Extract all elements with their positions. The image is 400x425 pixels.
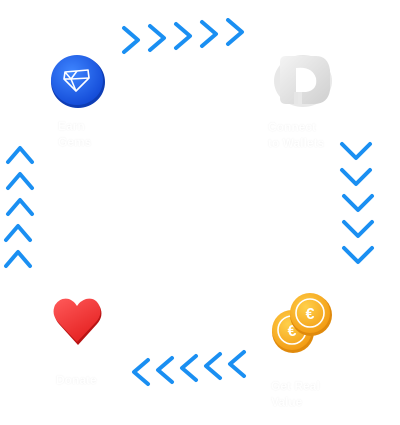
chevron-left-icon [156,356,174,384]
heart-icon [53,298,102,345]
connect-wallets-node [272,52,334,108]
chevron-right-icon [226,18,244,46]
chevron-up-icon [4,250,32,268]
arrow-right-down [340,142,374,264]
chevron-left-icon [228,350,246,378]
chevron-left-icon [204,352,222,380]
chevron-right-icon [148,24,166,52]
arrow-bottom-left [132,350,246,386]
donate-label-line1: Donate [56,373,97,387]
earn-gems-label-line1: Earn [58,119,85,133]
connect-wallets-label: Connect to Wallets [268,119,324,151]
chevron-down-icon [340,168,372,186]
wallet-connect-icon [274,55,332,107]
chevron-up-icon [6,172,34,190]
chevron-down-icon [342,246,374,264]
chevron-up-icon [4,224,32,242]
svg-text:€: € [288,323,297,340]
donate-label: Donate [56,372,97,388]
chevron-up-icon [6,198,34,216]
earn-gems-label-line2: Gems [58,135,92,149]
chevron-right-icon [122,26,140,54]
chevron-left-icon [180,354,198,382]
chevron-down-icon [342,220,374,238]
get-real-value-label-line1: Get Real [271,379,320,393]
chevron-down-icon [342,194,374,212]
get-real-value-label-line2: Value [271,395,303,409]
chevron-right-icon [200,20,218,48]
get-real-value-node: € € [268,290,338,360]
svg-text:€: € [306,306,315,323]
chevron-left-icon [132,358,150,386]
donate-node [50,294,104,346]
gem-icon [51,55,105,108]
earn-gems-node [50,54,110,110]
connect-wallets-label-line1: Connect [268,120,316,134]
connect-wallets-label-line2: to Wallets [268,136,325,150]
chevron-right-icon [174,22,192,50]
arrow-left-up [4,146,34,268]
chevron-up-icon [6,146,34,164]
arrow-top-right [122,18,244,54]
get-real-value-label: Get Real Value [271,378,320,410]
euro-coins-icon: € € [272,293,332,353]
chevron-down-icon [340,142,372,160]
earn-gems-label: Earn Gems [58,118,91,150]
